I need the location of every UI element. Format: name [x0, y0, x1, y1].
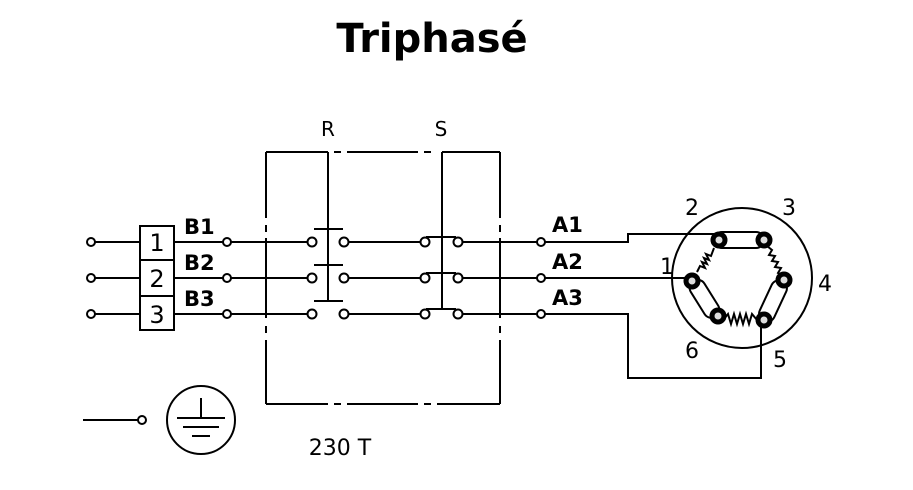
motor-terminal-board: 1 2 3 4 5 6 — [660, 196, 832, 373]
terminal-block-2: 2 — [149, 265, 164, 293]
terminal-block: 1 2 3 — [139, 225, 175, 331]
terminal-number-5: 5 — [773, 348, 787, 373]
a2-terminal — [536, 273, 546, 283]
line-label-b2: B2 — [184, 251, 215, 275]
motor-post-5 — [755, 311, 773, 329]
switch-r — [231, 152, 350, 320]
winding-6-5 — [723, 310, 758, 328]
switch-s-label: S — [435, 117, 448, 141]
a1-terminal — [536, 237, 546, 247]
input-terminal-1 — [86, 237, 96, 247]
winding-1-2 — [696, 247, 715, 273]
motor-post-2 — [710, 231, 728, 249]
protective-earth-icon — [83, 385, 236, 455]
a3-terminal — [536, 309, 546, 319]
input-terminal-3 — [86, 309, 96, 319]
terminal-number-1: 1 — [660, 255, 674, 280]
b2-terminal — [222, 273, 232, 283]
diagram-title: Triphasé — [336, 16, 527, 62]
switch-r-label: R — [321, 117, 335, 141]
motor-post-3 — [755, 231, 773, 249]
motor-lines: A1 A2 A3 — [536, 213, 762, 379]
supply-input — [86, 237, 140, 319]
line-label-b1: B1 — [184, 215, 215, 239]
terminal-block-1: 1 — [149, 229, 164, 257]
switch-s — [419, 152, 464, 320]
rating-label: 230 T — [309, 436, 372, 461]
line-label-b3: B3 — [184, 287, 215, 311]
terminal-number-2: 2 — [685, 196, 699, 221]
motor-post-4 — [775, 271, 793, 289]
line-label-a3: A3 — [552, 286, 583, 310]
terminal-number-4: 4 — [818, 272, 832, 297]
terminal-number-3: 3 — [782, 196, 796, 221]
line-label-a2: A2 — [552, 250, 583, 274]
b1-terminal — [222, 237, 232, 247]
switch-enclosure — [265, 151, 501, 405]
winding-3-4 — [766, 245, 785, 277]
motor-post-6 — [709, 307, 727, 325]
supply-lines: B1 B2 B3 — [174, 215, 232, 319]
terminal-number-6: 6 — [685, 339, 699, 364]
motor-post-1 — [683, 272, 701, 290]
terminal-block-3: 3 — [149, 301, 164, 329]
b3-terminal — [222, 309, 232, 319]
line-label-a1: A1 — [552, 213, 583, 237]
input-terminal-2 — [86, 273, 96, 283]
